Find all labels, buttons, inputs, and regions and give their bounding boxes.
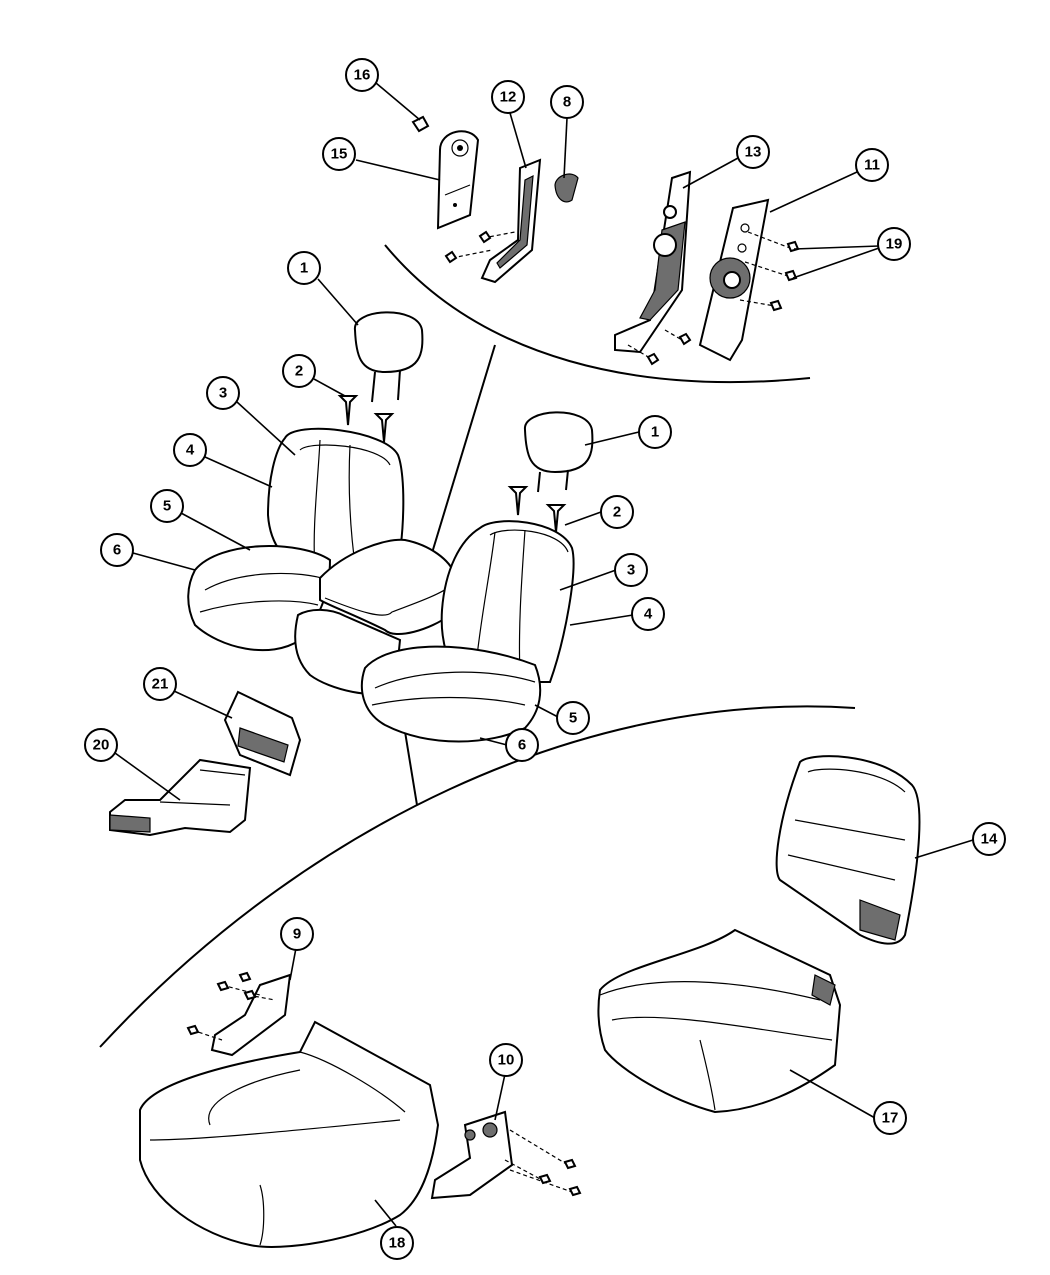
callout-5b: 5	[556, 701, 590, 735]
svg-text:4: 4	[644, 606, 653, 623]
svg-text:5: 5	[569, 710, 577, 727]
duct-part-20	[109, 758, 252, 837]
svg-text:1: 1	[300, 260, 308, 277]
lower-detail-arc	[99, 705, 856, 1048]
callout-17: 17	[873, 1101, 907, 1135]
callout-2a: 2	[282, 354, 316, 388]
screw-part-16	[411, 115, 430, 133]
callout-4a: 4	[173, 433, 207, 467]
svg-text:2: 2	[613, 504, 621, 521]
svg-text:9: 9	[293, 926, 301, 943]
knob-part-8	[554, 173, 579, 203]
callout-6a: 6	[100, 533, 134, 567]
right-seat-back	[440, 520, 575, 683]
svg-text:16: 16	[354, 67, 371, 84]
detail-link-line-upper	[431, 344, 496, 554]
callout-2b: 2	[600, 495, 634, 529]
svg-text:3: 3	[219, 385, 227, 402]
bracket-part-10	[430, 1110, 582, 1200]
svg-text:15: 15	[331, 146, 348, 163]
callout-10: 10	[489, 1043, 523, 1077]
bracket-part-9	[186, 971, 292, 1057]
svg-text:14: 14	[981, 831, 998, 848]
svg-text:13: 13	[745, 144, 762, 161]
right-seat-cushion	[360, 645, 542, 743]
recliner-part-13	[614, 170, 692, 366]
svg-text:12: 12	[500, 89, 517, 106]
svg-text:4: 4	[186, 442, 195, 459]
seat-back-part-14	[775, 755, 921, 945]
right-headrest-guides	[507, 486, 567, 533]
svg-text:1: 1	[651, 424, 659, 441]
svg-text:21: 21	[152, 676, 169, 693]
svg-text:6: 6	[113, 542, 121, 559]
svg-text:8: 8	[563, 94, 571, 111]
svg-text:3: 3	[627, 562, 635, 579]
seat-cushion-part-18	[139, 1020, 440, 1248]
track-part-12	[444, 158, 542, 284]
svg-text:20: 20	[93, 737, 110, 754]
callout-3b: 3	[614, 553, 648, 587]
upper-detail-arc	[384, 244, 811, 383]
callout-5a: 5	[150, 489, 184, 523]
svg-text:2: 2	[295, 363, 303, 380]
right-headrest	[523, 411, 594, 493]
callout-1a: 1	[287, 251, 321, 285]
leader-lines	[114, 82, 974, 1227]
svg-text:19: 19	[886, 236, 903, 253]
svg-text:5: 5	[163, 498, 171, 515]
callout-8: 8	[550, 85, 584, 119]
left-headrest-guides	[337, 395, 395, 443]
callout-9: 9	[280, 917, 314, 951]
callout-20: 20	[84, 728, 118, 762]
callout-15: 15	[322, 137, 356, 171]
svg-text:17: 17	[882, 1110, 899, 1127]
callout-6b: 6	[505, 728, 539, 762]
callout-4b: 4	[631, 597, 665, 631]
svg-text:18: 18	[389, 1235, 406, 1252]
callout-1b: 1	[638, 415, 672, 449]
callout-14: 14	[972, 822, 1006, 856]
svg-text:11: 11	[864, 157, 880, 174]
callout-16: 16	[345, 58, 379, 92]
callout-12: 12	[491, 80, 525, 114]
cover-part-15	[436, 130, 480, 230]
callout-3a: 3	[206, 376, 240, 410]
left-headrest	[353, 311, 424, 403]
callout-18: 18	[380, 1226, 414, 1260]
seat-cushion-part-17	[597, 928, 842, 1114]
callout-19: 19	[877, 227, 911, 261]
callout-11: 11	[855, 148, 889, 182]
svg-text:10: 10	[498, 1052, 515, 1069]
callout-13: 13	[736, 135, 770, 169]
callout-21: 21	[143, 667, 177, 701]
vent-bezel-part-21	[223, 690, 302, 777]
svg-text:6: 6	[518, 737, 526, 754]
bracket-part-11	[698, 198, 800, 362]
